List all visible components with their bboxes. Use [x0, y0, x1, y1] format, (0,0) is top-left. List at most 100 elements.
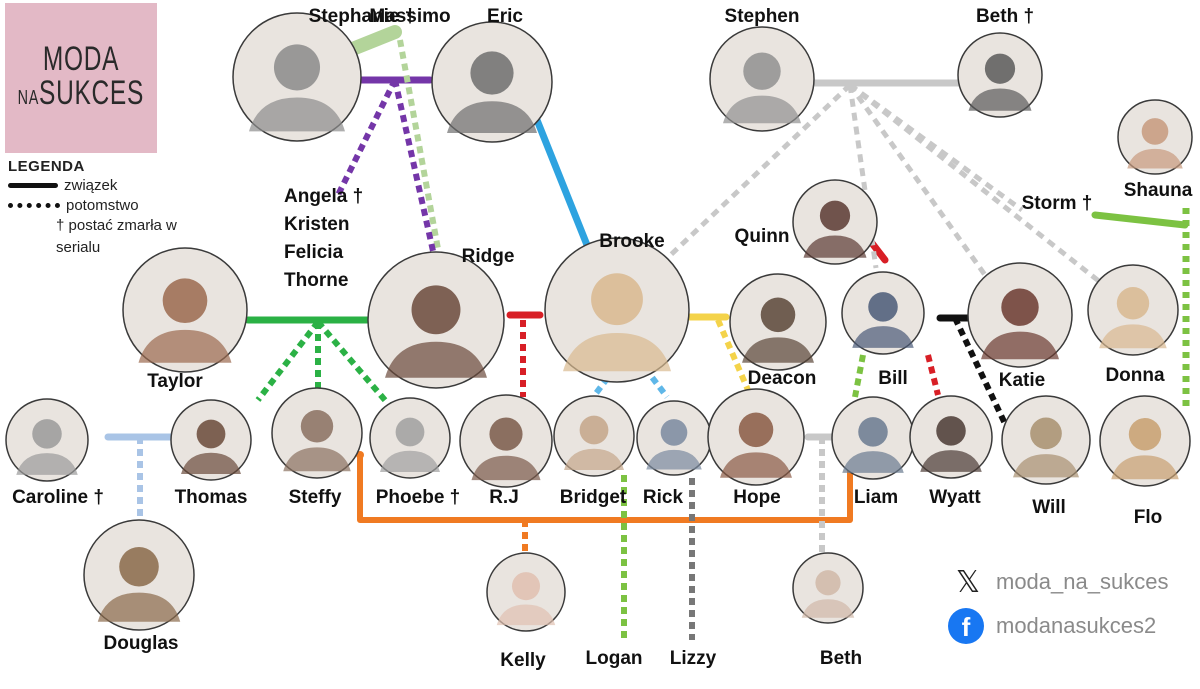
- portrait-eric: [431, 21, 553, 143]
- person-head-icon: [119, 546, 159, 587]
- name-shauna: Shauna: [1123, 180, 1193, 201]
- person-shoulders-icon: [380, 450, 440, 472]
- name-rick: Rick: [642, 487, 684, 508]
- person-shoulders-icon: [283, 447, 351, 472]
- portrait-rj: [459, 394, 553, 488]
- offspring-line-15: [335, 78, 398, 197]
- person-head-icon: [470, 51, 514, 95]
- name-douglas: Douglas: [103, 633, 179, 654]
- facebook-icon: f: [948, 608, 984, 644]
- name-quinn: Quinn: [734, 226, 790, 247]
- logo-sukces: SUKCES: [39, 73, 145, 112]
- name-donna: Donna: [1105, 365, 1165, 386]
- portrait-deacon: [729, 273, 827, 371]
- name-bill: Bill: [878, 368, 908, 389]
- person-shoulders-icon: [742, 337, 814, 363]
- offspring-line-17: [658, 83, 852, 267]
- person-shoulders-icon: [1111, 455, 1179, 480]
- portrait-shauna: [1117, 99, 1193, 175]
- offspring-line-21: [848, 83, 1102, 284]
- legend-row-marriage: związek: [8, 175, 208, 195]
- person-shoulders-icon: [447, 101, 537, 133]
- offspring-line-30: [925, 354, 941, 396]
- portrait-quinn: [792, 179, 878, 265]
- person-shoulders-icon: [181, 452, 241, 474]
- label-logan: Logan: [585, 648, 643, 669]
- name-beth-sr: Beth †: [975, 6, 1035, 27]
- person-shoulders-icon: [920, 450, 982, 472]
- person-head-icon: [984, 53, 1016, 84]
- name-will: Will: [1032, 497, 1066, 518]
- portrait-flo: [1099, 395, 1191, 487]
- person-head-icon: [273, 44, 321, 91]
- legend: LEGENDA związek potomstwo † postać zmarł…: [8, 158, 208, 259]
- person-head-icon: [868, 292, 898, 322]
- person-shoulders-icon: [563, 333, 671, 372]
- portrait-beth-sr: [957, 32, 1043, 118]
- person-head-icon: [660, 419, 688, 446]
- label-storm: Storm †: [1021, 193, 1093, 214]
- person-shoulders-icon: [646, 449, 702, 470]
- person-head-icon: [738, 412, 774, 448]
- label-kristen: Kristen: [284, 214, 350, 235]
- portrait-hope: [707, 388, 805, 486]
- facebook-link[interactable]: f modanasukces2: [948, 604, 1168, 648]
- portrait-liam: [831, 396, 915, 480]
- name-thomas: Thomas: [174, 487, 248, 508]
- name-brooke: Brooke: [599, 231, 665, 252]
- person-head-icon: [579, 415, 609, 445]
- offspring-line-22: [255, 320, 321, 402]
- person-shoulders-icon: [564, 448, 624, 470]
- legend-marriage-label: związek: [64, 176, 118, 194]
- person-shoulders-icon: [720, 452, 792, 478]
- portrait-thomas: [170, 399, 252, 481]
- name-steffy: Steffy: [288, 487, 342, 508]
- person-shoulders-icon: [97, 592, 181, 622]
- person-head-icon: [1141, 118, 1169, 145]
- person-head-icon: [1030, 417, 1062, 450]
- person-shoulders-icon: [138, 329, 232, 363]
- name-wyatt: Wyatt: [929, 487, 981, 508]
- offspring-line-31: [952, 316, 1011, 432]
- label-felicia: Felicia: [284, 242, 344, 263]
- portrait-donna: [1087, 264, 1179, 356]
- name-taylor: Taylor: [147, 371, 203, 392]
- portrait-stephanie: [232, 12, 362, 142]
- offspring-line-28: [715, 318, 751, 392]
- name-stephanie: Stephanie †: [308, 6, 416, 27]
- person-head-icon: [819, 200, 851, 231]
- person-head-icon: [858, 417, 888, 447]
- offspring-line-19: [847, 83, 988, 277]
- person-shoulders-icon: [981, 331, 1059, 360]
- person-shoulders-icon: [801, 599, 855, 618]
- person-shoulders-icon: [1127, 148, 1183, 169]
- person-head-icon: [300, 410, 334, 443]
- portrait-will: [1001, 395, 1091, 485]
- person-shoulders-icon: [496, 604, 556, 626]
- name-stephen: Stephen: [724, 6, 800, 27]
- portrait-bill: [841, 271, 925, 355]
- logo-line-2: NASUKCES: [18, 76, 144, 115]
- portrait-caroline: [5, 398, 89, 482]
- person-shoulders-icon: [968, 88, 1032, 111]
- name-caroline: Caroline †: [12, 487, 104, 508]
- legend-deceased-label: † postać zmarła w serialu: [56, 217, 177, 256]
- offspring-line-24: [315, 320, 393, 408]
- logo-line-1: MODA: [42, 39, 120, 78]
- person-head-icon: [511, 572, 541, 601]
- solid-line-swatch: [8, 182, 58, 188]
- portrait-phoebe: [369, 397, 451, 479]
- name-hope: Hope: [733, 487, 781, 508]
- portrait-ridge: [367, 251, 505, 389]
- person-head-icon: [196, 419, 226, 449]
- person-head-icon: [489, 417, 523, 451]
- facebook-handle: modanasukces2: [996, 613, 1157, 638]
- portrait-kelly: [486, 552, 566, 632]
- x-logo-icon: 𝕏: [955, 565, 981, 599]
- portrait-katie: [967, 262, 1073, 368]
- label-massimo: Massimo: [369, 6, 451, 27]
- person-head-icon: [936, 416, 966, 446]
